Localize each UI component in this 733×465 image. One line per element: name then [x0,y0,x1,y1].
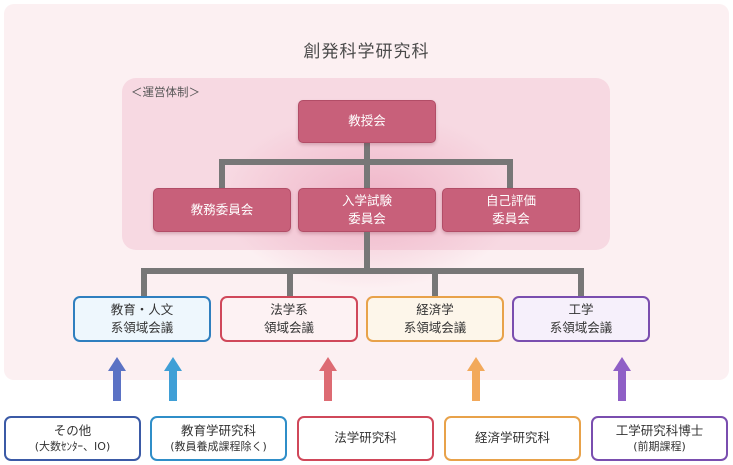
diagram-title: 創発科学研究科 [303,42,430,62]
committee-academic-affairs: 教務委員会 [153,188,291,232]
connector-faculty-down [364,142,370,164]
council-law: 法学系 領域会議 [220,296,358,342]
arrow-economics [467,357,485,401]
management-label: ＜運営体制＞ [131,85,200,99]
council-education-humanities-line1: 教育・人文 [110,301,174,317]
council-engineering: 工学 系領域会議 [512,296,650,342]
committee-entrance-exam-line1: 入学試験 [341,192,392,208]
connector-council-2 [287,268,293,298]
committee-self-evaluation-line1: 自己評価 [485,192,536,208]
source-economics: 経済学研究科 [444,416,581,461]
faculty-meeting-box: 教授会 [298,100,436,143]
committee-entrance-exam: 入学試験 委員会 [298,188,436,232]
source-law: 法学研究科 [297,416,434,461]
arrow-law [319,357,337,401]
arrow-education-shape [164,357,182,401]
connector-committee-3 [507,159,513,189]
source-education-line2: (教員養成課程除く) [170,439,267,453]
source-economics-line1: 経済学研究科 [474,430,550,446]
source-other-line1: その他 [53,422,92,438]
source-engineering-line2: (前期課程) [633,439,686,453]
council-education-humanities-line2: 系領域会議 [110,320,174,335]
arrow-other-shape [108,357,126,401]
arrow-economics-shape [467,357,485,401]
arrow-engineering [613,357,631,401]
arrow-engineering-shape [613,357,631,401]
connector-council-bar [141,268,584,274]
council-law-line1: 法学系 [270,301,308,317]
council-engineering-line2: 系領域会議 [549,320,613,335]
connector-council-4 [578,268,584,298]
source-education: 教育学研究科 (教員養成課程除く) [150,416,287,461]
committee-entrance-exam-line2: 委員会 [348,211,386,226]
connector-council-1 [141,268,147,298]
source-engineering-line1: 工学研究科博士 [615,422,704,438]
arrow-education [164,357,182,401]
connector-council-down [364,232,370,272]
source-education-line1: 教育学研究科 [180,422,256,438]
connector-committee-1 [219,159,225,189]
source-other-line2: (大数ｾﾝﾀｰ、IO) [34,439,111,453]
connector-council-3 [432,268,438,298]
council-law-line2: 領域会議 [263,320,314,335]
source-other: その他 (大数ｾﾝﾀｰ、IO) [4,416,141,461]
connector-committee-2 [364,159,370,189]
council-economics-line2: 系領域会議 [403,320,467,335]
council-economics-line1: 経済学 [416,301,454,317]
committee-self-evaluation: 自己評価 委員会 [442,188,580,232]
faculty-meeting-label: 教授会 [348,113,386,129]
arrow-law-shape [319,357,337,401]
committee-academic-affairs-label: 教務委員会 [190,201,254,217]
arrow-other [108,357,126,401]
source-engineering: 工学研究科博士 (前期課程) [591,416,728,461]
council-economics: 経済学 系領域会議 [366,296,504,342]
source-law-line1: 法学研究科 [334,430,397,446]
council-education-humanities: 教育・人文 系領域会議 [73,296,211,342]
committee-self-evaluation-line2: 委員会 [492,211,530,226]
council-engineering-line1: 工学 [568,301,594,317]
